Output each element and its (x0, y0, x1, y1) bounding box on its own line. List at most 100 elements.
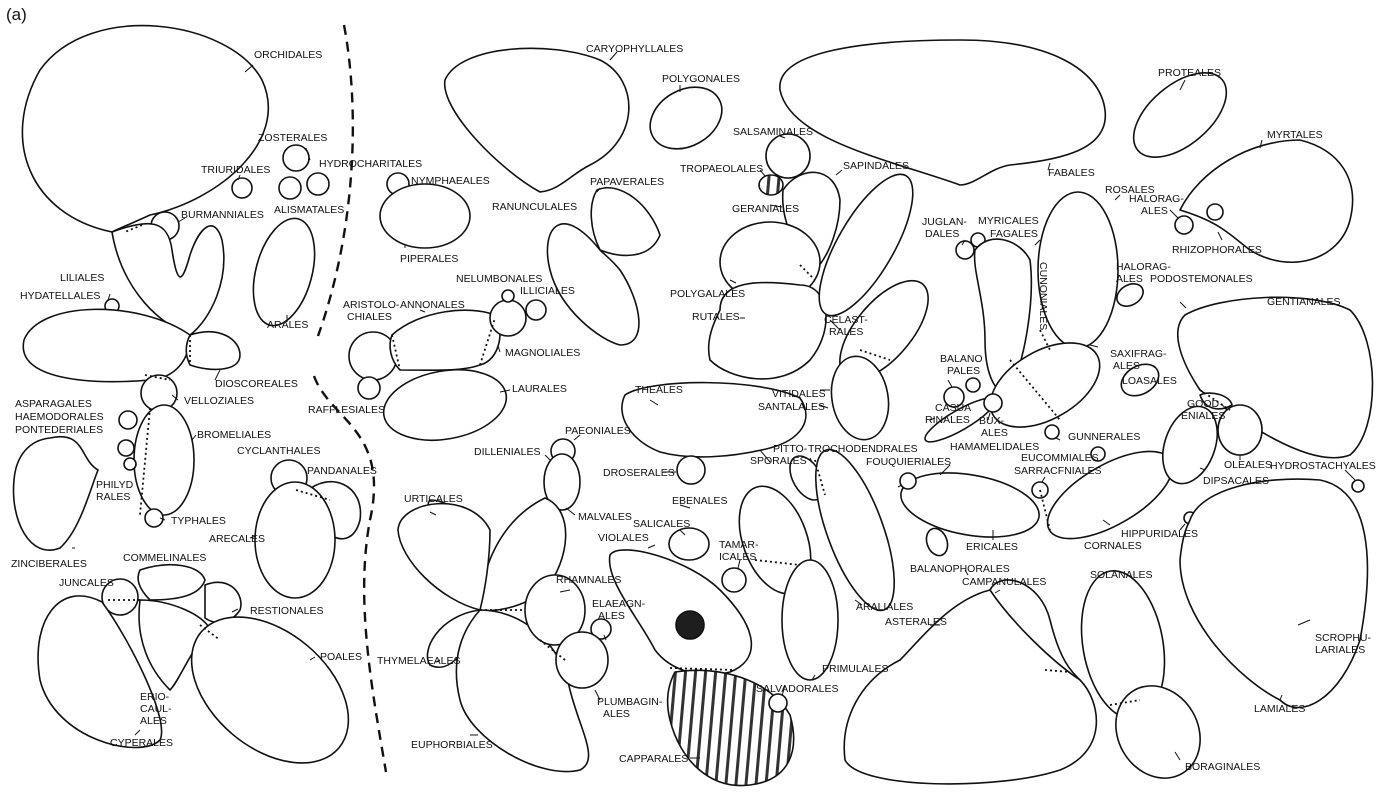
label-polygonales: POLYGONALES (662, 73, 740, 85)
haemodorales-blob (119, 411, 137, 429)
label-balanopales-1: BALANO (940, 353, 983, 365)
label-pittosporales-1: PITTO- (773, 443, 808, 455)
label-fagales: FAGALES (990, 228, 1038, 240)
label-juglandales-2: DALES (925, 228, 959, 240)
label-philydrales-2: RALES (96, 491, 130, 503)
label-solanales: SOLANALES (1090, 569, 1152, 581)
label-commelinales: COMMELINALES (123, 552, 206, 564)
label-proteales: PROTEALES (1158, 67, 1221, 79)
label-juglandales-1: JUGLAN- (922, 216, 967, 228)
commelinales-blob (138, 565, 205, 600)
label-haemodorales: HAEMODORALES (15, 411, 104, 423)
label-tropaeolales: TROPAEOLALES (680, 163, 763, 175)
label-typhales: TYPHALES (171, 515, 226, 527)
arales-blob (243, 212, 326, 333)
label-loasales: LOASALES (1122, 375, 1177, 387)
label-triuridales: TRIURIDALES (201, 164, 270, 176)
label-rhamnales: RHAMNALES (556, 574, 621, 586)
label-ebenales: EBENALES (672, 495, 727, 507)
label-trochodendrales: TROCHODENDRALES (808, 443, 918, 455)
label-rutales: RUTALES (692, 311, 740, 323)
label-ericales: ERICALES (966, 541, 1018, 553)
label-arales: ARALES (267, 319, 308, 331)
label-balanopales-2: PALES (947, 365, 980, 377)
label-droserales: DROSERALES (603, 467, 675, 479)
label-haloragales-1b: ALES (1141, 205, 1168, 217)
label-bromeliales: BROMELIALES (197, 429, 271, 441)
label-araliales: ARALIALES (856, 601, 913, 613)
label-theales: THEALES (635, 384, 683, 396)
label-scrophulariales-1: SCROPHU- (1315, 632, 1372, 644)
label-laurales: LAURALES (512, 383, 567, 395)
label-asterales: ASTERALES (885, 616, 947, 628)
label-malvales: MALVALES (578, 511, 632, 523)
label-urticales: URTICALES (404, 493, 463, 505)
label-goodeniales-1: GOOD (1187, 398, 1220, 410)
label-eriocaulales-2: CAUL- (140, 703, 172, 715)
label-geraniales: GERANIALES (732, 203, 799, 215)
arecales-blob (255, 482, 335, 598)
salvadorales-blob (769, 694, 787, 712)
label-annonales: ANNONALES (400, 299, 465, 311)
papaverales-blob (591, 188, 660, 256)
label-tamaricales-1: TAMAR- (719, 539, 759, 551)
label-boraginales: BORAGINALES (1185, 761, 1260, 773)
tamaricales-blob (722, 568, 746, 592)
label-fouquieriales: FOUQUIERIALES (866, 456, 951, 468)
label-myrtales: MYRTALES (1267, 129, 1323, 141)
triuridales-blob (232, 178, 252, 198)
label-rafflesiales: RAFFLESIALES (308, 404, 385, 416)
label-myricales: MYRICALES (978, 215, 1039, 227)
caryophyllales-blob (445, 48, 629, 192)
label-podostemonales: PODOSTEMONALES (1150, 273, 1253, 285)
label-dipsacales: DIPSACALES (1203, 475, 1269, 487)
label-eucommiales: EUCOMMIALES (1021, 452, 1099, 464)
label-eriocaulales-3: ALES (140, 715, 167, 727)
orchidales-blob (22, 26, 268, 232)
violales-dark-spot (676, 611, 704, 639)
label-elaeagnales-2: ALES (598, 610, 625, 622)
label-pittosporales-2: SPORALES (750, 455, 807, 467)
polygonales-blob (639, 75, 733, 161)
nelumbonales-blob (502, 290, 514, 302)
haloragales-blob-1 (1175, 216, 1193, 234)
label-saxifragales-2: ALES (1113, 360, 1140, 372)
fabales-blob (780, 40, 1106, 185)
label-cunoniales: CUNONIALES (1037, 262, 1049, 330)
label-haloragales-2a: HALORAG- (1116, 261, 1171, 273)
label-fabales: FABALES (1048, 167, 1095, 179)
label-buxales-1: BUX- (979, 415, 1005, 427)
scrophulariales-blob (1180, 479, 1367, 707)
label-zosterales: ZOSTERALES (258, 132, 327, 144)
dioscoreales-blob (186, 332, 240, 370)
label-poales: POALES (320, 651, 362, 663)
label-vitidales: VITIDALES (772, 388, 826, 400)
label-celastrales-1: CELAST- (824, 314, 868, 326)
label-caryophyllales: CARYOPHYLLALES (586, 43, 683, 55)
label-juncales: JUNCALES (59, 577, 114, 589)
label-salsaminales: SALSAMINALES (733, 126, 813, 138)
label-scrophulariales-2: LARIALES (1315, 644, 1365, 656)
label-casuarinales-1: CASUA (935, 402, 971, 414)
label-illiciales: ILLICIALES (520, 285, 575, 297)
philydrales-blob (124, 458, 136, 470)
label-zinciberales: ZINCIBERALES (11, 558, 87, 570)
asterales-blob (844, 590, 1096, 784)
salicales-blob (669, 528, 709, 560)
hydrocharitales-blob (307, 173, 329, 195)
label-cyclanthales: CYCLANTHALES (237, 445, 320, 457)
label-hydrocharitales: HYDROCHARITALES (319, 158, 422, 170)
label-haloragales-2b: ALES (1116, 273, 1143, 285)
fouquieriales-blob (900, 473, 916, 489)
panel-label: (a) (6, 5, 27, 24)
magnoliales-blob (490, 300, 526, 336)
label-liliales: LILIALES (60, 272, 104, 284)
label-oleales: OLEALES (1224, 459, 1272, 471)
alismatales-blob (279, 177, 301, 199)
label-pontederiales: PONTEDERIALES (15, 424, 103, 436)
label-arecales: ARECALES (209, 533, 265, 545)
buxales-blob (984, 394, 1002, 412)
label-philydrales-1: PHILYD (96, 479, 134, 491)
